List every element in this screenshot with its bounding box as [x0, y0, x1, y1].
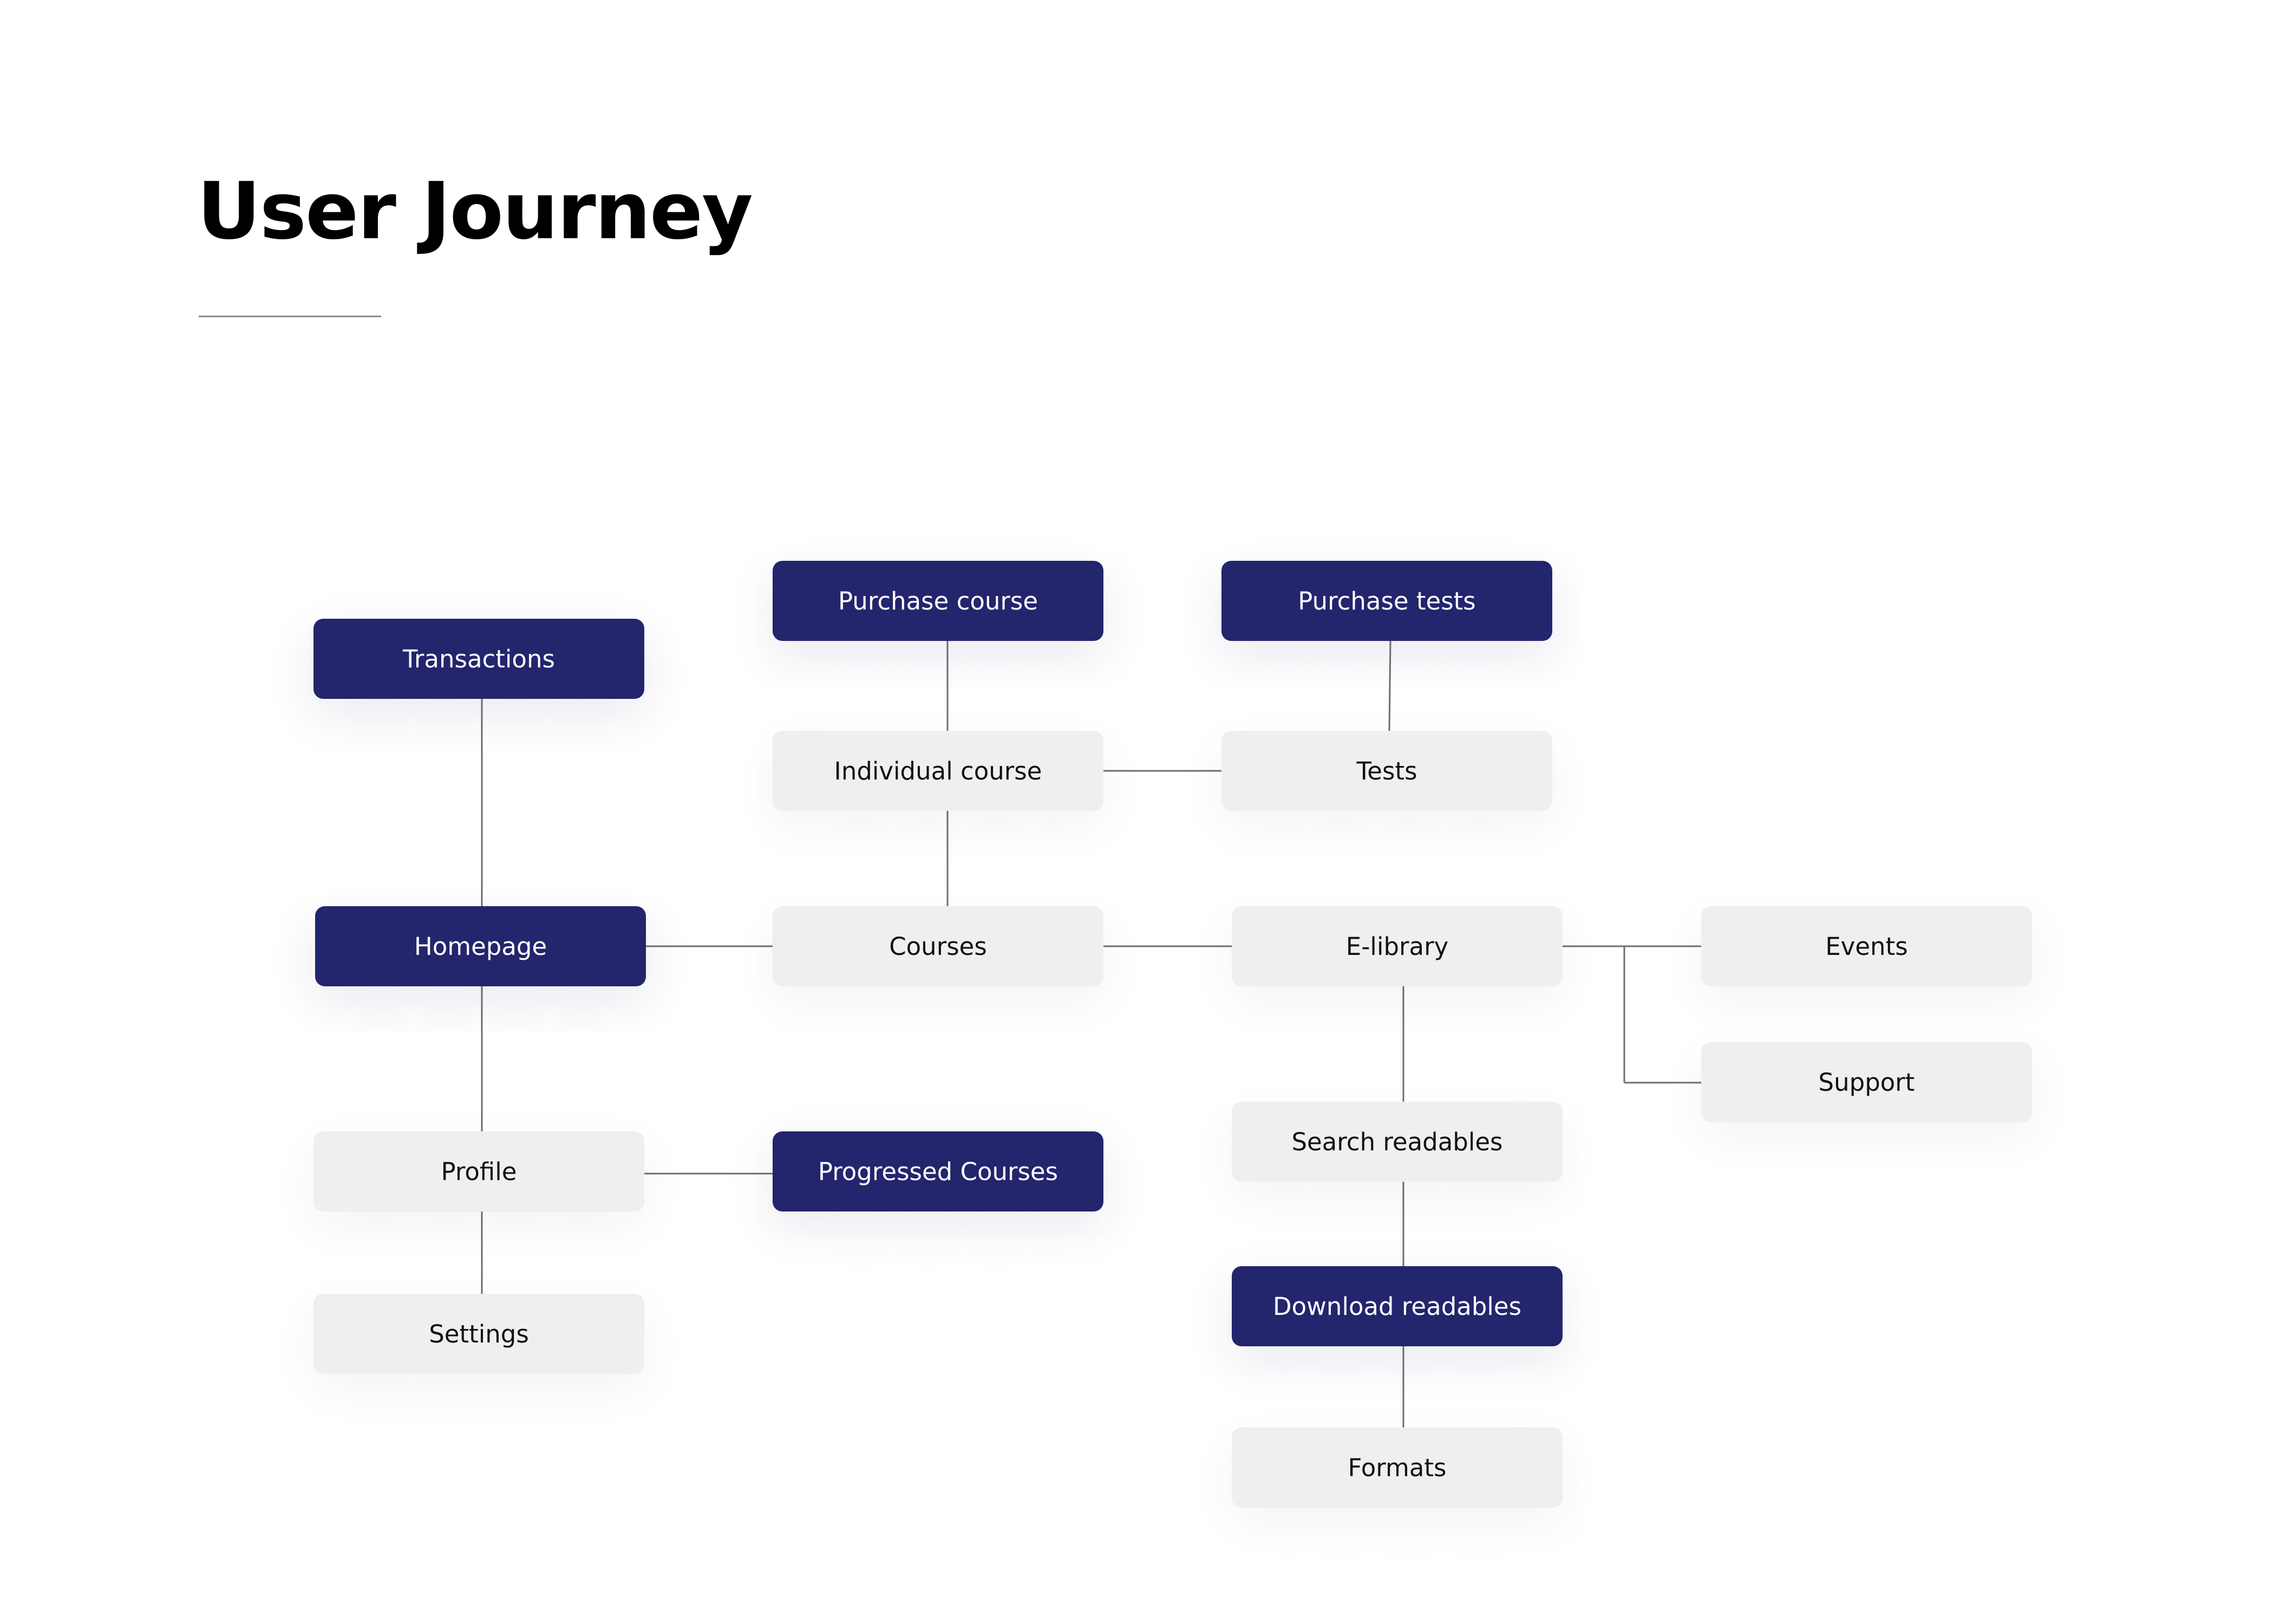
node-homepage[interactable]: Homepage	[315, 906, 646, 986]
node-download-readables[interactable]: Download readables	[1232, 1266, 1563, 1346]
node-support[interactable]: Support	[1701, 1042, 2032, 1122]
node-formats[interactable]: Formats	[1232, 1427, 1563, 1508]
node-settings[interactable]: Settings	[313, 1294, 644, 1374]
connector-tests-purchase	[1388, 640, 1391, 731]
node-elibrary[interactable]: E-library	[1232, 906, 1563, 986]
node-progressed-courses[interactable]: Progressed Courses	[773, 1131, 1103, 1212]
node-profile[interactable]: Profile	[313, 1131, 644, 1212]
node-search-readables[interactable]: Search readables	[1232, 1102, 1563, 1182]
node-purchase-tests[interactable]: Purchase tests	[1221, 561, 1552, 641]
node-individual-course[interactable]: Individual course	[773, 731, 1103, 811]
node-tests[interactable]: Tests	[1221, 731, 1552, 811]
page-title: User Journey	[197, 166, 753, 257]
node-transactions[interactable]: Transactions	[313, 619, 644, 699]
node-purchase-course[interactable]: Purchase course	[773, 561, 1103, 641]
title-underline	[199, 316, 381, 317]
node-courses[interactable]: Courses	[773, 906, 1103, 986]
node-events[interactable]: Events	[1701, 906, 2032, 986]
